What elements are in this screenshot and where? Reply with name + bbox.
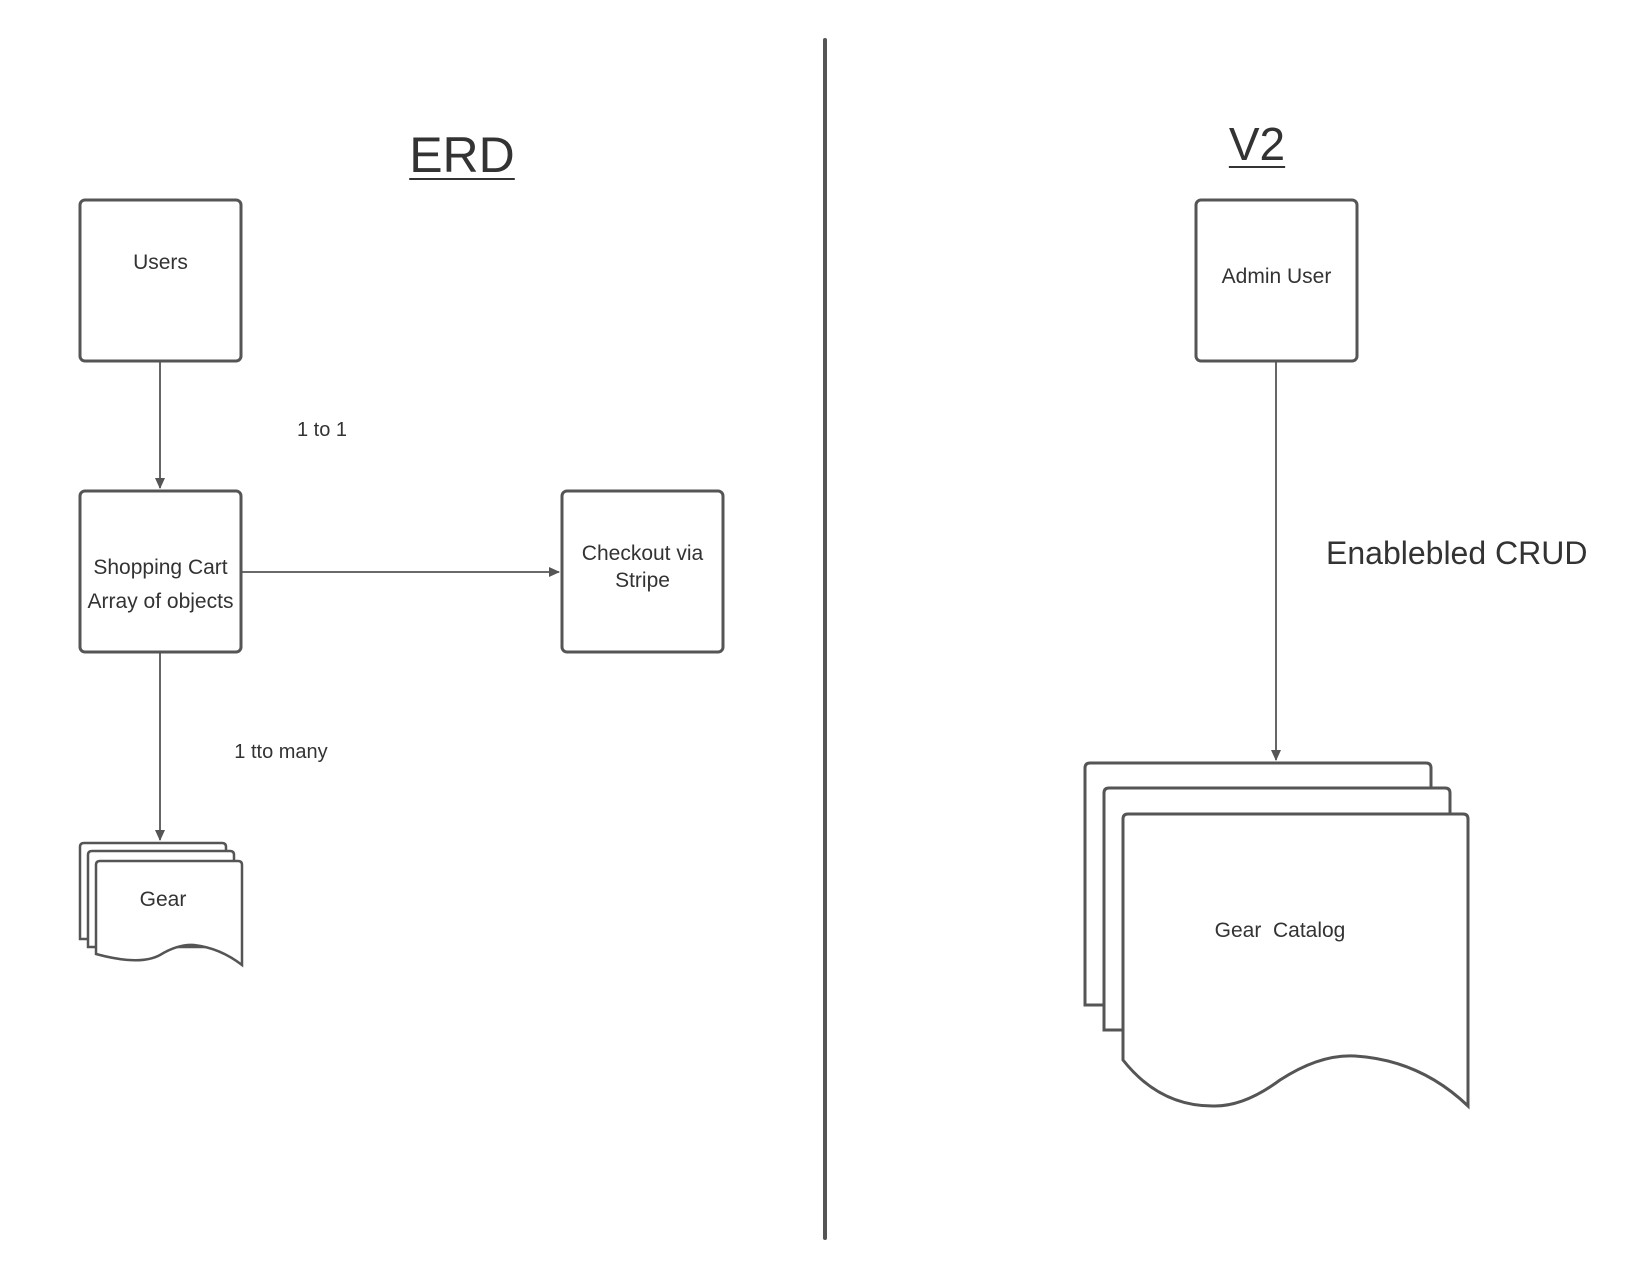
gear-catalog-document-stack xyxy=(1083,761,1470,1110)
admin-user-box xyxy=(1194,198,1359,363)
array-of-objects-label: Array of objects xyxy=(87,590,234,613)
gear-label: Gear xyxy=(139,888,187,911)
shopping-cart-label: Shopping Cart xyxy=(93,556,228,579)
checkout-label-line1: Checkout via xyxy=(581,542,704,565)
relationship-1-to-many-label: 1 tto many xyxy=(234,741,328,763)
enabled-crud-label: Enablebled CRUD xyxy=(1326,535,1588,571)
checkout-box xyxy=(560,489,725,654)
users-entity-box xyxy=(78,198,243,363)
checkout-label-line2: Stripe xyxy=(615,569,670,592)
gear-catalog-label: Gear Catalog xyxy=(1214,919,1346,942)
shopping-cart-entity-box xyxy=(78,489,243,654)
admin-user-label: Admin User xyxy=(1221,265,1332,288)
erd-title: ERD xyxy=(409,127,515,183)
gear-document-stack xyxy=(78,841,244,968)
v2-title: V2 xyxy=(1228,118,1286,170)
users-label: Users xyxy=(133,251,188,274)
relationship-1-to-1-label: 1 to 1 xyxy=(296,419,348,441)
